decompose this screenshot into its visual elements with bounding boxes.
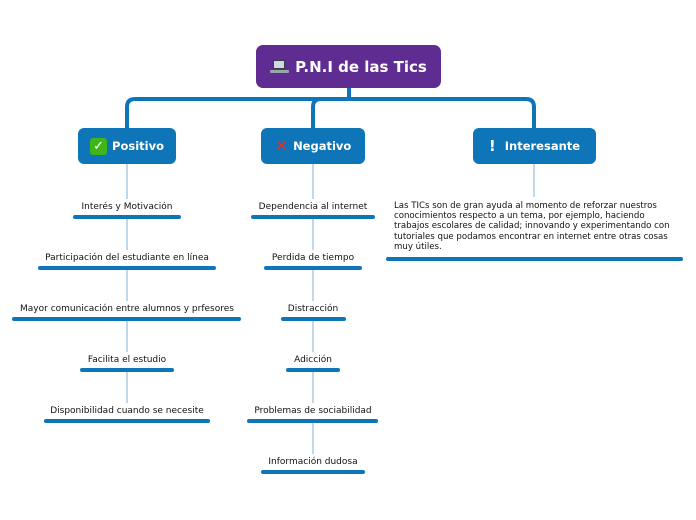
x-icon: ✕	[274, 136, 289, 155]
negativo-underlines	[247, 215, 378, 474]
root-node[interactable]: P.N.I de las Tics	[256, 45, 441, 88]
positivo-item[interactable]: Interés y Motivación	[81, 202, 173, 212]
branch-negativo[interactable]: ✕ Negativo	[261, 128, 365, 164]
positivo-item[interactable]: Facilita el estudio	[87, 355, 167, 365]
negativo-item[interactable]: Problemas de sociabilidad	[254, 406, 372, 416]
branch-interesante[interactable]: ! Interesante	[473, 128, 596, 164]
negativo-item[interactable]: Adicción	[294, 355, 332, 365]
interesante-note[interactable]: Las TICs son de gran ayuda al momento de…	[394, 201, 670, 252]
connector-to-interesante	[349, 97, 536, 128]
connector-to-positivo	[125, 97, 349, 128]
laptop-icon	[270, 59, 290, 74]
root-title: P.N.I de las Tics	[295, 57, 427, 76]
positivo-item[interactable]: Participación del estudiante en línea	[45, 253, 209, 263]
negativo-item[interactable]: Dependencia al internet	[258, 202, 368, 212]
branch-interesante-label: Interesante	[504, 139, 581, 153]
branch-positivo[interactable]: ✓ Positivo	[78, 128, 176, 164]
positivo-item[interactable]: Disponibilidad cuando se necesite	[50, 406, 204, 416]
negativo-item[interactable]: Perdida de tiempo	[271, 253, 355, 263]
negativo-item[interactable]: Distracción	[287, 304, 339, 314]
positivo-item[interactable]: Mayor comunicación entre alumnos y prfes…	[20, 304, 234, 314]
check-icon: ✓	[90, 137, 108, 155]
exclamation-icon: !	[488, 137, 496, 155]
negativo-item[interactable]: Información dudosa	[268, 457, 358, 467]
positivo-underlines	[12, 215, 241, 423]
branch-positivo-label: Positivo	[112, 139, 164, 153]
connector-to-negativo	[311, 97, 349, 128]
branch-negativo-label: Negativo	[293, 139, 352, 153]
